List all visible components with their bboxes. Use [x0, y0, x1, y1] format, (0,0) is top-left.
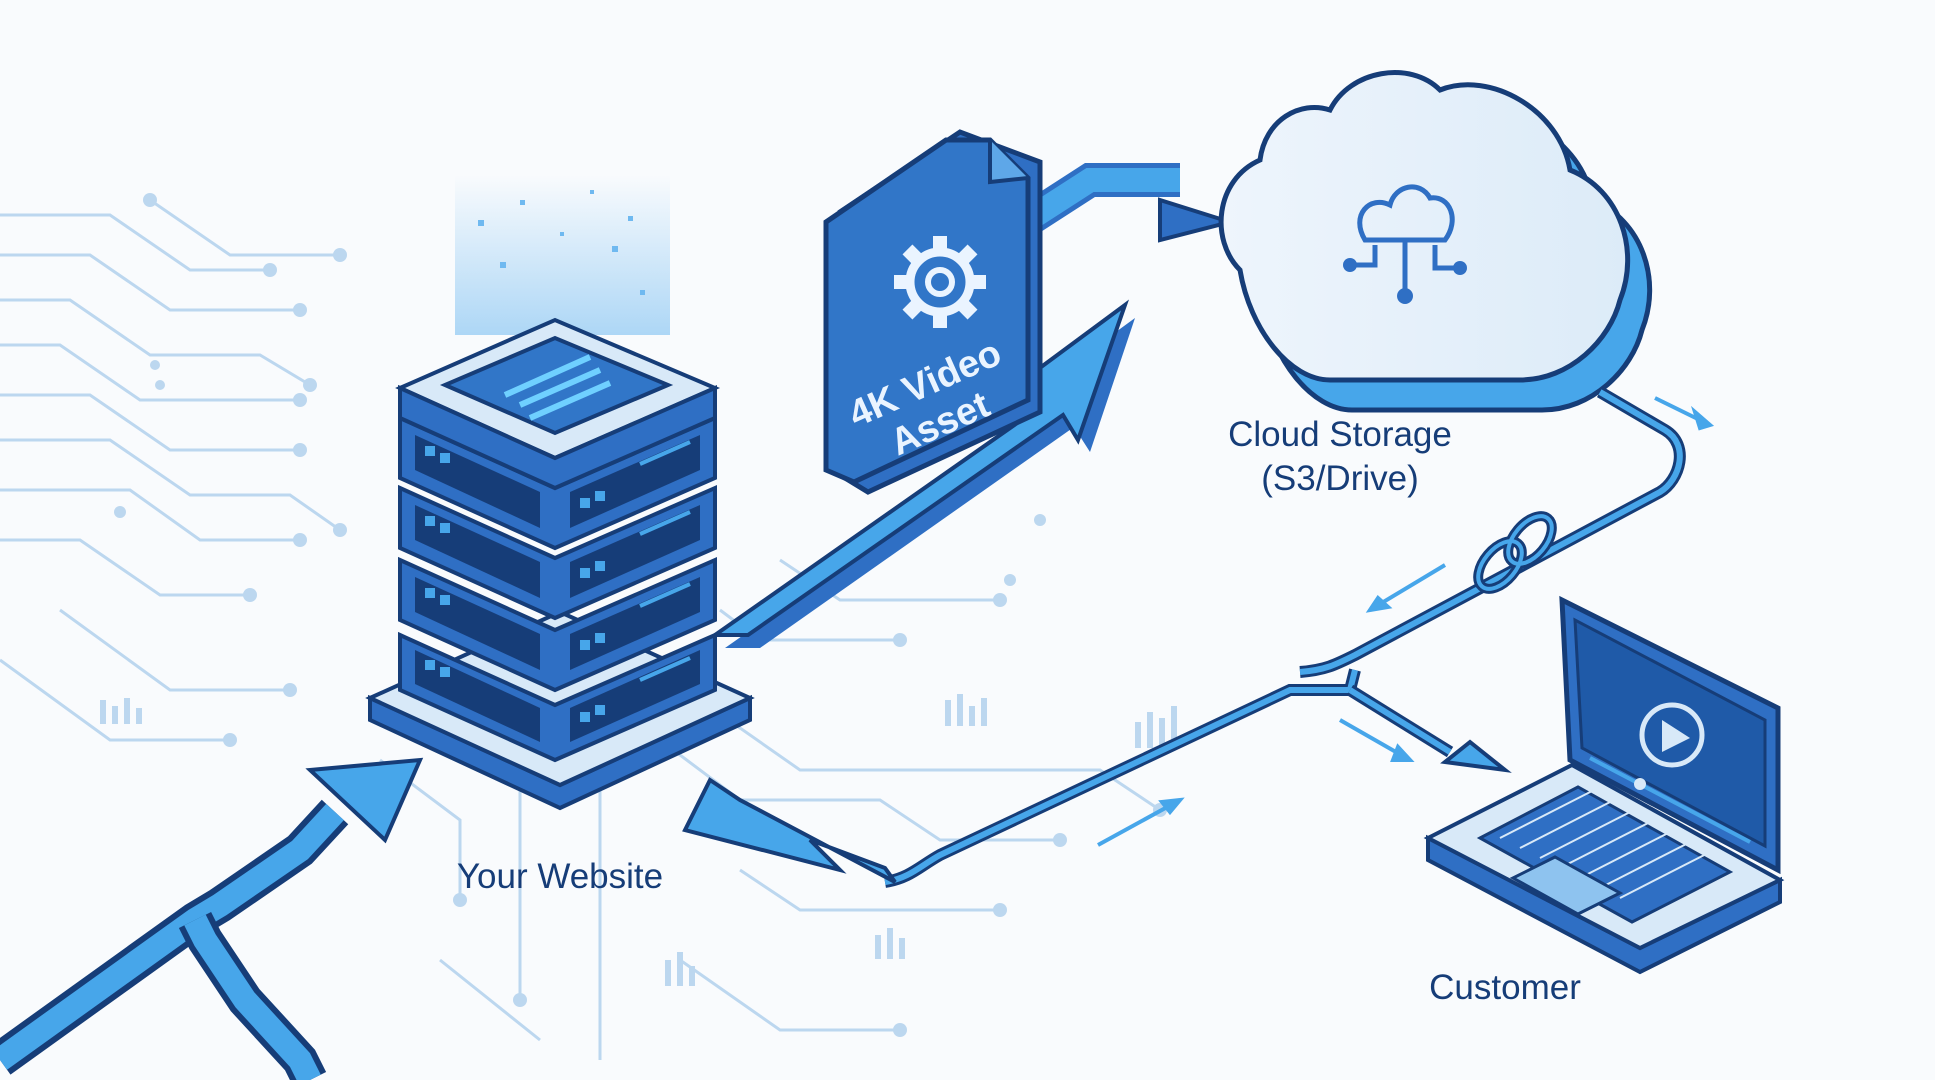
customer-label: Customer — [1429, 968, 1581, 1007]
server-unit-1 — [398, 414, 717, 551]
laptop-play-icon — [1423, 595, 1785, 975]
server-unit-3 — [398, 556, 717, 693]
server-unit-2 — [398, 484, 717, 621]
chain-link-icon-inner — [1476, 514, 1554, 591]
cloud-storage-label: Cloud Storage (S3/Drive) — [1170, 413, 1510, 501]
chain-link-icon — [1473, 511, 1557, 594]
gear-icon — [894, 236, 986, 328]
cloud-storage-label-line2: (S3/Drive) — [1261, 459, 1419, 498]
visitor-arrows — [0, 757, 424, 1080]
cloud-network-icon — [1218, 70, 1653, 413]
circuit-bars — [100, 694, 1177, 986]
server-top — [395, 317, 721, 491]
server-unit-4 — [398, 631, 717, 763]
flow-arrows — [1097, 396, 1715, 847]
share-link-path — [682, 386, 1686, 888]
video-file-card: 4K Video Asset — [823, 129, 1043, 495]
website-label: Your Website — [456, 857, 664, 896]
cloud-input-pipe — [1018, 163, 1238, 243]
server-rack-icon — [365, 175, 755, 811]
cloud-storage-label-line1: Cloud Storage — [1228, 415, 1452, 454]
